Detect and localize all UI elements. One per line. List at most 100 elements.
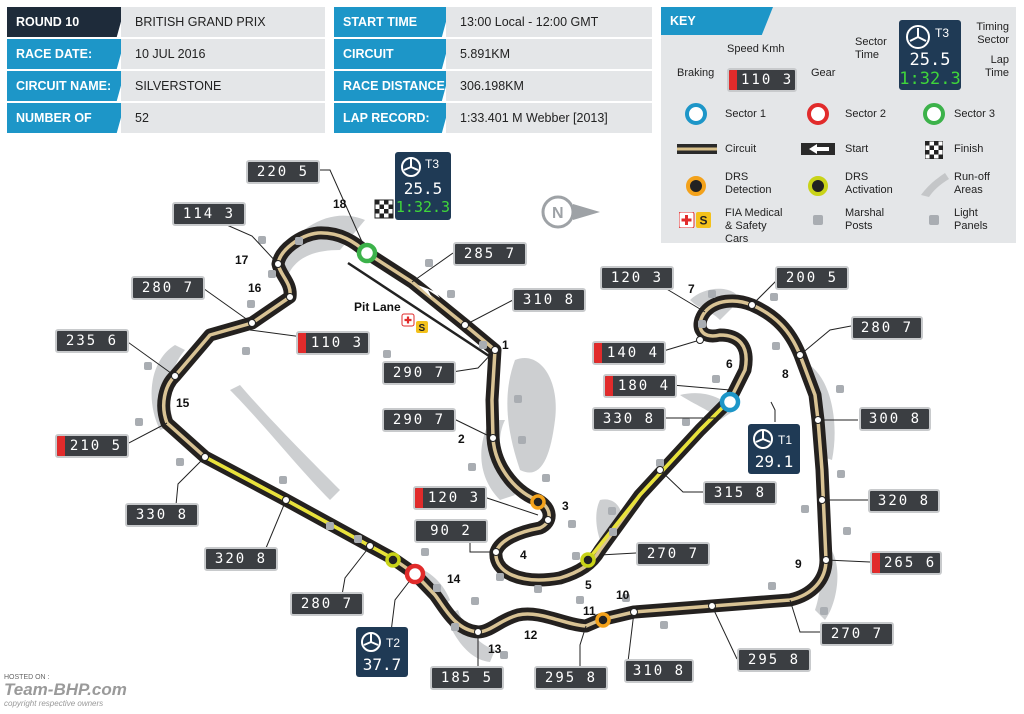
drs-activation-marker bbox=[580, 552, 596, 568]
key-sector1-label: Sector 1 bbox=[725, 108, 766, 120]
speed-gear-value: 330 8 bbox=[135, 507, 189, 523]
turn-number: 1 bbox=[502, 338, 509, 352]
speed-gear-display: 120 3 bbox=[413, 486, 487, 510]
timing-tag: T3 bbox=[425, 157, 440, 171]
turn-number: 13 bbox=[488, 642, 502, 656]
turn-number: 5 bbox=[585, 578, 592, 592]
turn-number: 3 bbox=[562, 499, 569, 513]
turn-number: 8 bbox=[782, 367, 789, 381]
info-value: 306.198KM bbox=[446, 71, 652, 101]
speed-gear-display: 270 7 bbox=[636, 542, 710, 566]
speed-gear-value: 180 4 bbox=[617, 378, 671, 394]
info-value: 10 JUL 2016 bbox=[121, 39, 325, 69]
info-value: SILVERSTONE bbox=[121, 71, 325, 101]
sector-time-value: 25.5 bbox=[403, 179, 443, 198]
finish-flag-icon bbox=[374, 199, 394, 219]
info-label: START TIME bbox=[334, 7, 450, 37]
key-start-label: Start bbox=[845, 143, 869, 155]
drs-activation-icon bbox=[808, 176, 828, 196]
timing-box-t3: T3 25.5 1:32.3 bbox=[395, 152, 451, 220]
turn-number: 14 bbox=[447, 572, 461, 586]
speed-gear-value: 270 7 bbox=[830, 626, 884, 642]
info-label: CIRCUIT NAME: bbox=[7, 71, 125, 101]
stopwatch-icon bbox=[361, 632, 381, 652]
speed-gear-value: 290 7 bbox=[392, 412, 446, 428]
key-fia-medical-label: FIA Medical & Safety Cars bbox=[725, 207, 783, 245]
pit-medical-safety-icon: S bbox=[401, 313, 428, 334]
turn-number: 18 bbox=[333, 197, 347, 211]
speed-gear-value: 320 8 bbox=[877, 493, 931, 509]
braking-indicator bbox=[872, 553, 880, 573]
braking-indicator bbox=[57, 436, 65, 456]
speed-gear-value: 330 8 bbox=[602, 411, 656, 427]
turn-number: 15 bbox=[176, 396, 190, 410]
turn-number: 2 bbox=[458, 432, 465, 446]
checkered-flag-icon bbox=[925, 141, 943, 159]
sector-time-value: 29.1 bbox=[754, 452, 794, 471]
runoff-area-icon bbox=[921, 173, 949, 197]
info-row-circuit-name: CIRCUIT NAME: SILVERSTONE bbox=[7, 71, 325, 101]
speed-gear-display: 295 8 bbox=[534, 666, 608, 690]
drs-detection-marker bbox=[595, 612, 611, 628]
speed-gear-value: 110 3 bbox=[310, 335, 364, 351]
timing-box-t2: T2 37.7 bbox=[356, 627, 408, 677]
info-value: 1:33.401 M Webber [2013] bbox=[446, 103, 652, 133]
info-value: 5.891KM bbox=[446, 39, 652, 69]
speed-gear-value: 120 3 bbox=[427, 490, 481, 506]
info-row-circuit-length: CIRCUIT LENGTH: 5.891KM bbox=[334, 39, 652, 69]
timing-tag: T1 bbox=[778, 433, 793, 447]
sector3-marker bbox=[356, 242, 378, 264]
speed-gear-display: 280 7 bbox=[290, 592, 364, 616]
speed-gear-display: 235 6 bbox=[55, 329, 129, 353]
drs-activation-marker bbox=[385, 552, 401, 568]
sector-time-value: 25.5 bbox=[909, 50, 951, 70]
medical-safety-car-icon: S bbox=[679, 212, 711, 228]
key-light-panels-label: Light Panels bbox=[954, 207, 988, 232]
key-lap-time-label: Lap Time bbox=[984, 54, 1009, 79]
braking-indicator bbox=[729, 70, 737, 90]
speed-gear-value: 280 7 bbox=[141, 280, 195, 296]
speed-gear-value: 280 7 bbox=[860, 320, 914, 336]
speed-gear-value: 265 6 bbox=[884, 555, 937, 571]
key-marshal-posts-label: Marshal Posts bbox=[845, 207, 885, 232]
speed-gear-value: 295 8 bbox=[544, 670, 598, 686]
speed-gear-value: 120 3 bbox=[610, 270, 664, 286]
key-drs-activation-label: DRS Activation bbox=[845, 171, 893, 196]
speed-gear-value: 210 5 bbox=[69, 438, 123, 454]
speed-gear-display: 114 3 bbox=[172, 202, 246, 226]
sector2-marker bbox=[404, 563, 426, 585]
speed-gear-display: 200 5 bbox=[775, 266, 849, 290]
info-row-laps: NUMBER OF LAPS: 52 bbox=[7, 103, 325, 133]
stopwatch-icon bbox=[753, 429, 773, 449]
turn-number: 10 bbox=[616, 588, 630, 602]
key-finish-label: Finish bbox=[954, 143, 984, 155]
speed-gear-value: 200 5 bbox=[785, 270, 839, 286]
sector1-icon bbox=[685, 103, 707, 125]
timing-box-t1: T1 29.1 bbox=[748, 424, 800, 474]
compass-letter: N bbox=[552, 205, 564, 222]
lap-time-value: 1:32.3 bbox=[899, 69, 961, 89]
watermark: HOSTED ON : Team-BHP.com copyright respe… bbox=[4, 674, 127, 708]
key-timing-box: T3 25.5 1:32.3 bbox=[899, 20, 961, 90]
sector3-icon bbox=[923, 103, 945, 125]
start-arrow-icon bbox=[801, 143, 835, 155]
speed-gear-display: 295 8 bbox=[737, 648, 811, 672]
speed-gear-value: 280 7 bbox=[300, 596, 354, 612]
drs-detection-icon bbox=[686, 176, 706, 196]
speed-gear-display: 180 4 bbox=[603, 374, 677, 398]
braking-indicator bbox=[415, 488, 423, 508]
turn-number: 11 bbox=[583, 604, 596, 618]
info-label: ROUND 10 bbox=[7, 7, 125, 37]
speed-gear-display: 210 5 bbox=[55, 434, 129, 458]
speed-gear-value: 310 8 bbox=[522, 292, 576, 308]
info-row-race-distance: RACE DISTANCE: 306.198KM bbox=[334, 71, 652, 101]
info-row-race-date: RACE DATE: 10 JUL 2016 bbox=[7, 39, 325, 69]
speed-gear-value: 220 5 bbox=[256, 164, 310, 180]
sector-time-value: 37.7 bbox=[362, 655, 402, 674]
key-sector3-label: Sector 3 bbox=[954, 108, 995, 120]
svg-text:S: S bbox=[419, 323, 426, 334]
speed-gear-value: 315 8 bbox=[713, 485, 767, 501]
speed-gear-display: 185 5 bbox=[430, 666, 504, 690]
info-value: 52 bbox=[121, 103, 325, 133]
speed-gear-value: 285 7 bbox=[463, 246, 517, 262]
